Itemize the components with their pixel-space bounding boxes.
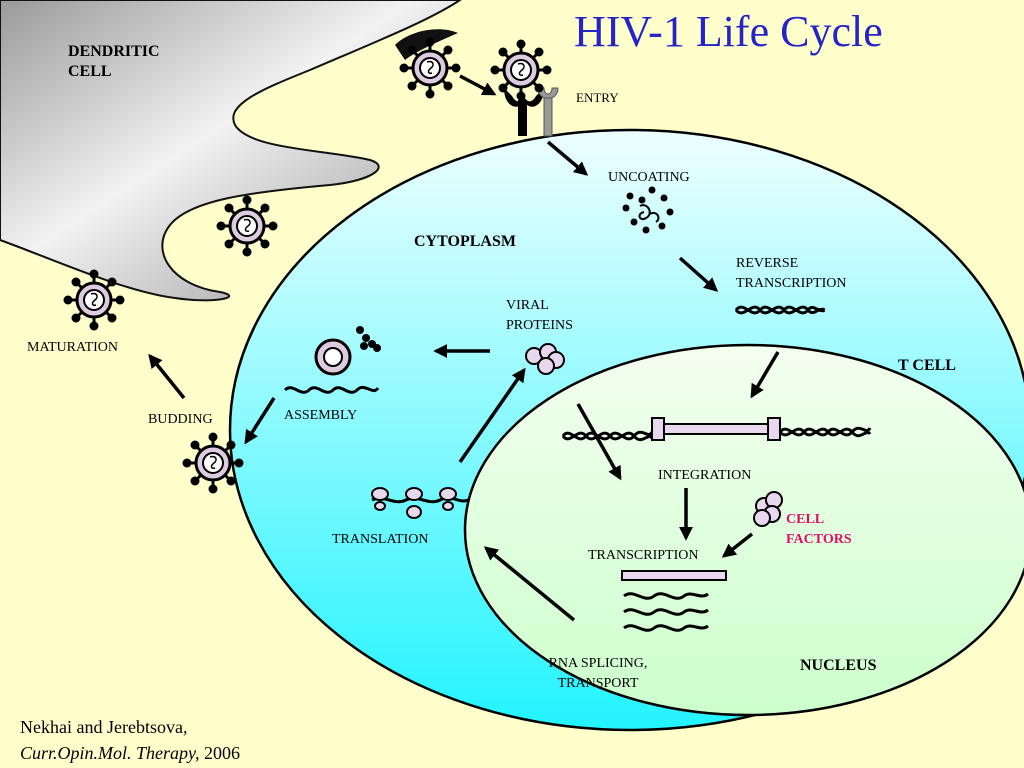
citation-source: Curr.Opin.Mol. Therapy, 2006 (20, 740, 240, 766)
diagram-title: HIV-1 Life Cycle (574, 7, 883, 56)
translation-label: TRANSLATION (332, 532, 429, 547)
citation: Nekhai and Jerebtsova, Curr.Opin.Mol. Th… (20, 714, 240, 766)
assembly-label: ASSEMBLY (284, 408, 358, 423)
coreceptor (537, 87, 559, 137)
arrow-translation-to-proteins (458, 367, 526, 463)
arrow-rna-to-translation (483, 546, 576, 622)
arrow-cellfactors-to-transcription (721, 532, 754, 558)
arrow-uncoating-to-rt (678, 256, 719, 292)
arrow-entry-to-uncoating (546, 140, 589, 176)
rna-transcripts (623, 592, 709, 632)
dendritic-cell-label-1: DENDRITIC (68, 43, 160, 60)
integrated-provirus (561, 417, 872, 442)
reverse-transcription-label-1: REVERSE (736, 256, 799, 271)
cell-factors-label-2: FACTORS (786, 532, 852, 547)
cell-factors-label-1: CELL (786, 512, 825, 527)
arrow-rt-to-integration (750, 351, 780, 399)
uncoating-label: UNCOATING (608, 170, 690, 185)
translation-ribosomes (371, 487, 469, 519)
uncoated-capsid (622, 186, 674, 234)
cytoplasm-label: CYTOPLASM (414, 233, 516, 250)
dendritic-cell-label-2: CELL (68, 63, 112, 80)
citation-authors: Nekhai and Jerebtsova, (20, 717, 188, 737)
rna-splicing-label-2: TRANSPORT (557, 676, 639, 691)
maturation-label: MATURATION (27, 340, 118, 355)
transcription-label: TRANSCRIPTION (588, 548, 699, 563)
transcription-template (621, 570, 727, 581)
arrow-to-entry (459, 74, 497, 96)
viral-proteins-cluster (525, 343, 565, 375)
dendritic-cell-shape (0, 0, 462, 302)
rna-splicing-label-1: RNA SPLICING, (548, 656, 648, 671)
viral-proteins-label-1: VIRAL (506, 298, 549, 313)
virion-dendritic (215, 194, 279, 258)
arrow-budding-to-maturation (148, 353, 186, 400)
assembly-particle (283, 326, 381, 394)
cell-factors-cluster (753, 491, 783, 527)
t-cell-label: T CELL (898, 357, 956, 374)
integration-label: INTEGRATION (658, 468, 752, 483)
entry-label: ENTRY (576, 90, 619, 105)
citation-journal: Curr.Opin.Mol. Therapy, (20, 743, 200, 763)
citation-year: 2006 (204, 743, 241, 763)
reverse-transcription-label-2: TRANSCRIPTION (736, 276, 847, 291)
viral-proteins-label-2: PROTEINS (506, 318, 573, 333)
arrow-assembly-to-budding (244, 397, 276, 445)
reverse-transcription-dna-strand (734, 305, 826, 315)
arrow-to-rna-splicing (576, 403, 622, 481)
nucleus-label: NUCLEUS (800, 657, 877, 674)
budding-label: BUDDING (148, 412, 213, 427)
